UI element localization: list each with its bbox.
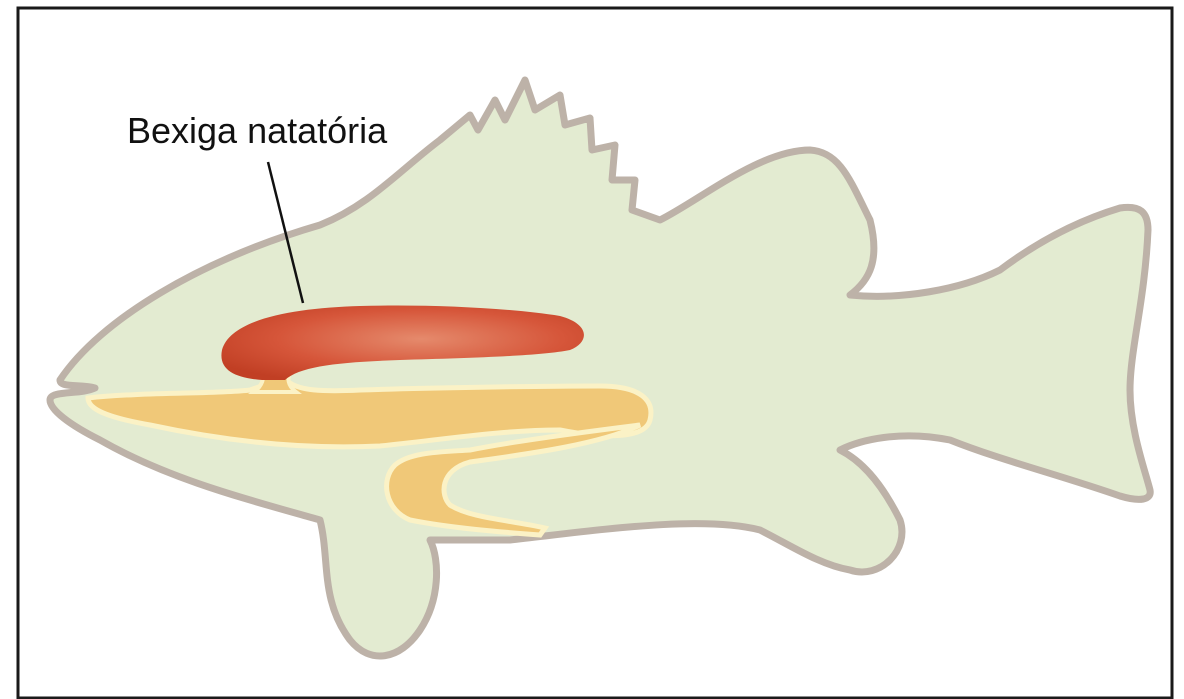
swim-bladder-label: Bexiga natatória (127, 110, 388, 151)
